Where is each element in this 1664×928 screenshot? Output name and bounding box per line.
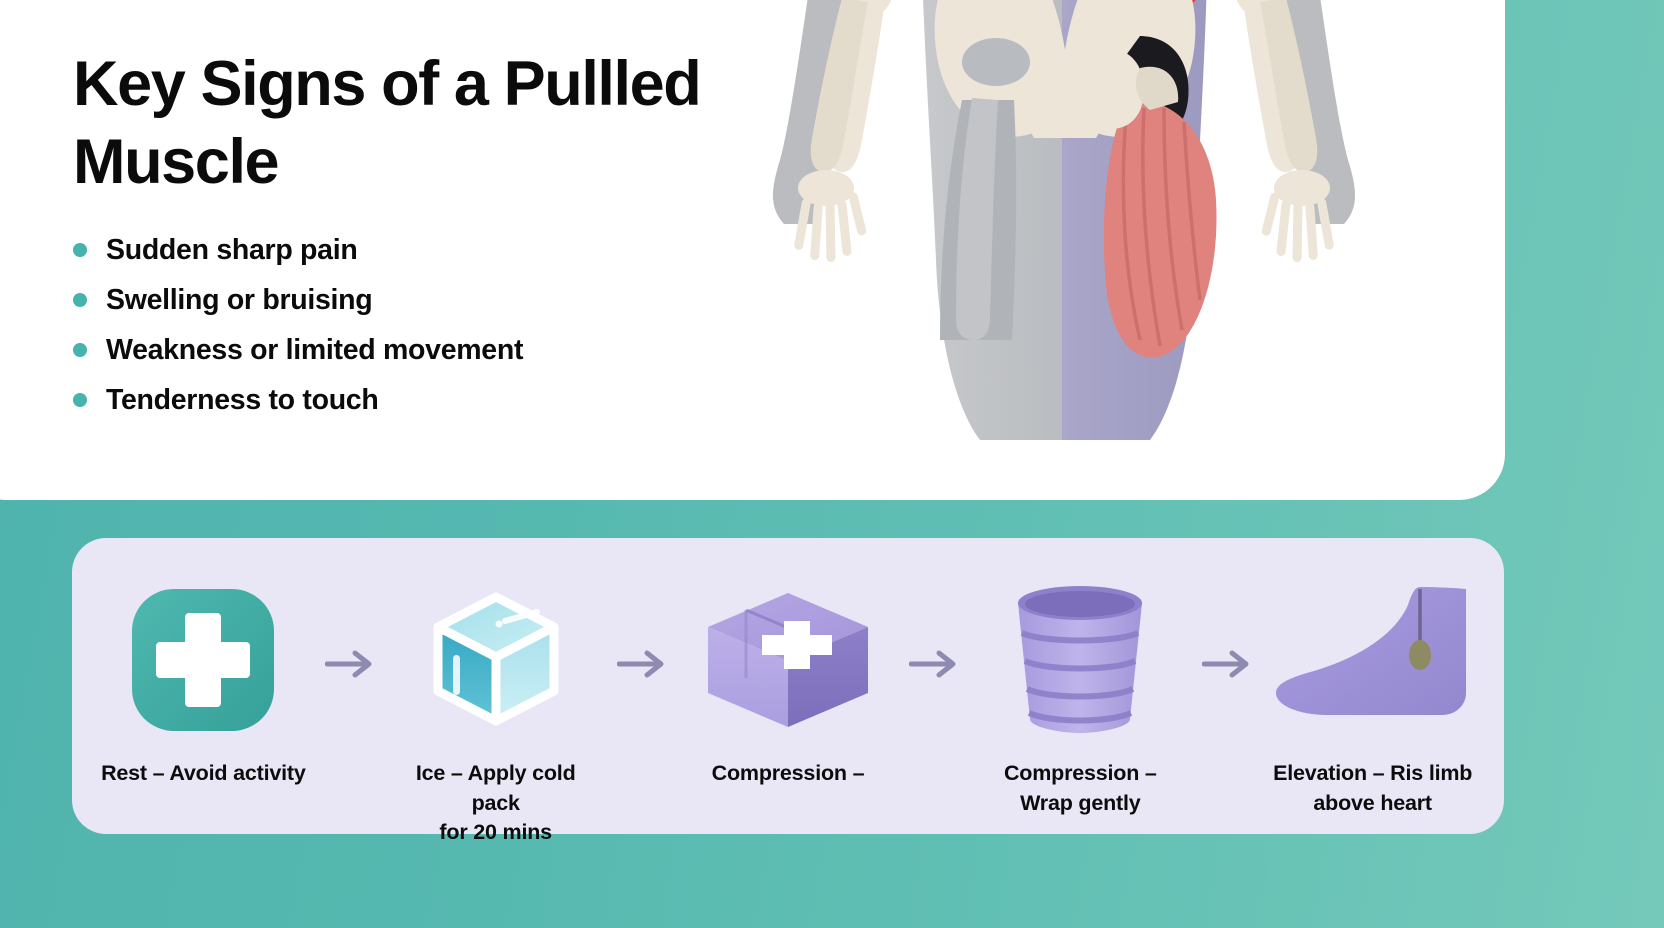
rice-step-label: Ice – Apply cold pack for 20 mins	[415, 761, 576, 845]
hero-card: Key Signs of a Pullled Muscle Sudden sha…	[0, 0, 1505, 500]
rice-step-bandage-roll[interactable]: Compression – Wrap gently	[975, 538, 1186, 818]
bullet-dot-icon	[73, 293, 87, 308]
list-item: Sudden sharp pain	[73, 233, 713, 266]
medical-cross-icon	[130, 585, 276, 735]
symptom-label: Sudden sharp pain	[106, 233, 358, 266]
rice-step-ice[interactable]: Ice – Apply cold pack for 20 mins	[390, 538, 601, 848]
rice-step-label: Compression –	[711, 761, 865, 785]
elevated-foot-icon	[1270, 585, 1476, 735]
ice-cube-icon	[421, 585, 571, 735]
bullet-dot-icon	[73, 343, 87, 358]
list-item: Tenderness to touch	[73, 383, 713, 416]
arrow-4-icon	[1186, 538, 1268, 678]
rice-step-compression-box[interactable]: Compression –	[683, 538, 894, 789]
list-item: Swelling or bruising	[73, 283, 713, 316]
symptom-label: Tenderness to touch	[106, 383, 379, 416]
bullet-dot-icon	[73, 243, 87, 258]
bullet-dot-icon	[73, 393, 87, 408]
symptom-label: Weakness or limited movement	[106, 333, 524, 366]
rice-step-label: Compression – Wrap gently	[1003, 761, 1157, 815]
hero-text-block: Key Signs of a Pullled Muscle Sudden sha…	[73, 45, 713, 435]
compression-box-icon	[698, 585, 878, 735]
rice-step-label: Rest – Avoid activity	[101, 761, 306, 785]
symptom-label: Swelling or bruising	[106, 283, 373, 316]
rice-step-label: Elevation – Ris limb above heart	[1273, 761, 1473, 815]
page-title: Key Signs of a Pullled Muscle	[73, 49, 702, 198]
arrow-1-icon	[309, 538, 391, 678]
arrow-3-icon	[893, 538, 975, 678]
symptom-list: Sudden sharp pain Swelling or bruising W…	[73, 233, 713, 416]
bandage-roll-icon	[1010, 585, 1150, 735]
human-anatomy-illustration	[620, 0, 1505, 500]
arrow-2-icon	[601, 538, 683, 678]
rice-step-rest[interactable]: Rest – Avoid activity	[98, 538, 309, 789]
list-item: Weakness or limited movement	[73, 333, 713, 366]
rice-steps-panel: Rest – Avoid activity	[72, 538, 1504, 844]
rice-step-elevation[interactable]: Elevation – Ris limb above heart	[1267, 538, 1478, 818]
